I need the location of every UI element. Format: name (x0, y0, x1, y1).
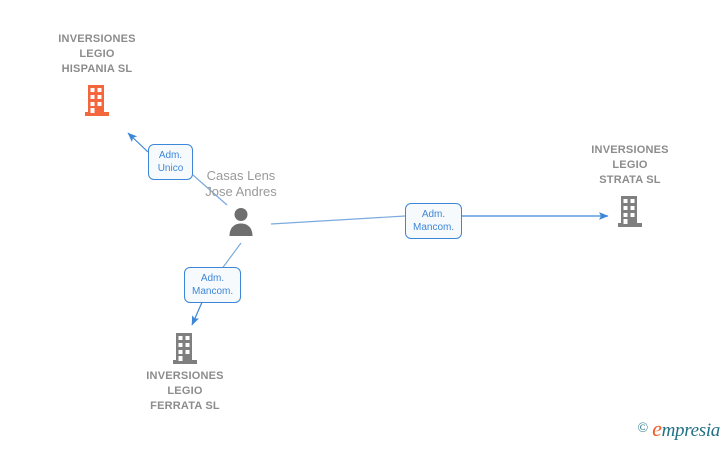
node-company-hispania[interactable]: INVERSIONES LEGIO HISPANIA SL (27, 32, 167, 117)
node-label-ferrata: INVERSIONES LEGIO FERRATA SL (146, 370, 224, 412)
empresia-watermark: © empresia (637, 416, 720, 442)
copyright-icon: © (637, 421, 649, 436)
empresia-logo-rest: mpresia (661, 420, 721, 441)
empresia-logo: empresia (652, 416, 720, 442)
node-person-casas-lens-jose-andres[interactable]: Casas Lens Jose Andres (171, 168, 311, 236)
node-company-ferrata[interactable]: INVERSIONES LEGIO FERRATA SL (115, 331, 255, 414)
relation-box-adm-mancom-ferrata[interactable]: Adm. Mancom. (184, 267, 241, 303)
edge-mancom-to-ferrata (191, 299, 204, 326)
person-icon (226, 206, 256, 236)
edge-person-to-mancom-ferrata (220, 242, 242, 271)
relation-box-adm-unico[interactable]: Adm. Unico (148, 144, 193, 180)
node-label-person: Casas Lens Jose Andres (205, 168, 277, 199)
building-icon (172, 331, 198, 365)
node-label-strata: INVERSIONES LEGIO STRATA SL (591, 144, 669, 186)
relation-box-adm-mancom-strata[interactable]: Adm. Mancom. (405, 203, 462, 239)
edge-unico-to-hispania (127, 132, 149, 153)
building-icon (84, 83, 110, 117)
empresia-logo-lead: e (652, 416, 662, 441)
building-icon (617, 194, 643, 228)
node-company-strata[interactable]: INVERSIONES LEGIO STRATA SL (560, 143, 700, 228)
node-label-hispania: INVERSIONES LEGIO HISPANIA SL (58, 33, 136, 75)
